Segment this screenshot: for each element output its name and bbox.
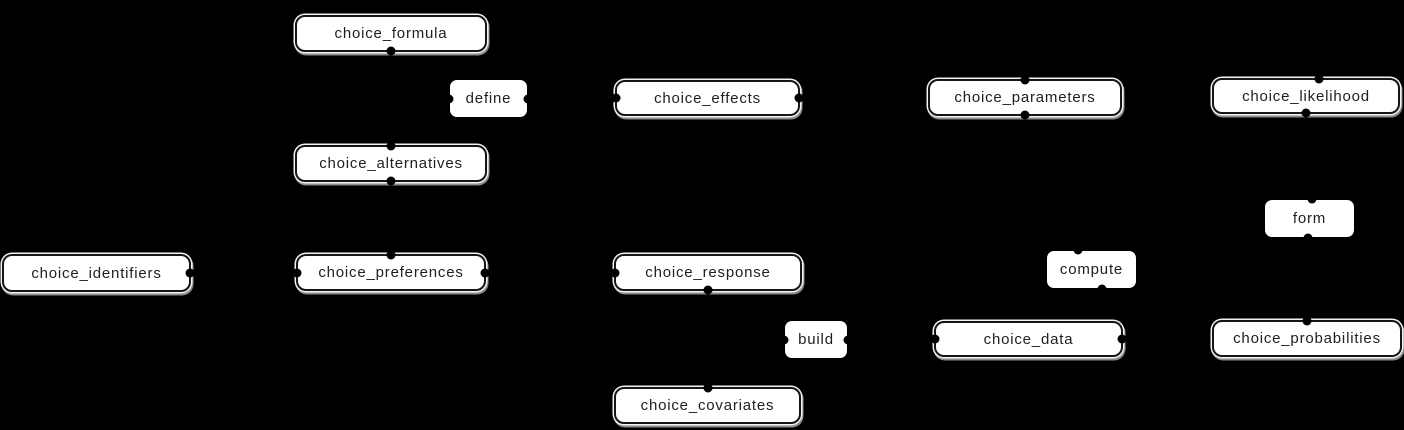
node-choice-data: choice_data [930,321,1127,357]
node-label: choice_preferences [318,264,464,281]
node-choice-parameters: choice_parameters [928,75,1122,120]
node-label: choice_likelihood [1242,87,1370,105]
node-label: choice_data [983,330,1074,348]
node-label: choice_alternatives [319,155,463,172]
edge-connector [1303,233,1313,243]
node-choice-response: choice_response [610,254,802,295]
edge-connector [1301,108,1311,118]
node-label: choice_covariates [640,397,775,414]
node-label: choice_formula [334,25,448,42]
edge-connector [386,176,396,186]
edge-connector [185,268,195,278]
edge-connector [523,94,533,103]
edge-label-build: build [779,321,853,358]
edge-connector [386,46,396,56]
edge-connector [1117,334,1127,344]
edge-connector [794,93,804,103]
node-label: choice_probabilities [1233,330,1381,347]
node-label: choice_parameters [954,89,1096,106]
edge-connector [611,93,621,103]
node-label: choice_identifiers [31,264,162,282]
node-choice-effects: choice_effects [611,80,804,116]
edge-connector [444,94,454,103]
edge-connector [1307,194,1317,204]
edge-connector [1020,110,1030,120]
edge-connector [480,268,490,277]
edge-label-text: form [1292,210,1327,227]
edge-connector [1302,316,1312,326]
node-choice-preferences: choice_preferences [292,250,490,291]
edge-connector [703,285,713,295]
edge-connector [843,335,853,344]
edge-connector [386,141,396,151]
edge-label-define: define [444,80,533,117]
node-label: choice_response [645,264,771,281]
edge-connector [1314,74,1324,84]
edge-label-text: define [465,90,512,107]
node-choice-probabilities: choice_probabilities [1212,316,1402,357]
node-choice-identifiers: choice_identifiers [2,254,195,292]
edge-label-compute: compute [1047,245,1136,294]
edge-connector [1073,245,1083,255]
edge-connector [1097,284,1107,294]
edge-label-text: build [798,331,834,348]
edge-connector [1020,75,1030,85]
node-label: choice_effects [654,89,761,107]
edge-label-form: form [1265,194,1354,243]
node-choice-formula: choice_formula [295,15,487,56]
edge-connector [703,383,712,393]
node-choice-covariates: choice_covariates [614,383,801,424]
edge-connector [779,335,789,344]
node-choice-alternatives: choice_alternatives [295,141,487,186]
edge-connector [610,268,620,277]
edge-label-text: compute [1059,261,1124,278]
node-choice-likelihood: choice_likelihood [1212,74,1400,118]
edge-connector [386,250,396,260]
edge-connector [930,334,940,344]
edge-connector [292,268,302,277]
